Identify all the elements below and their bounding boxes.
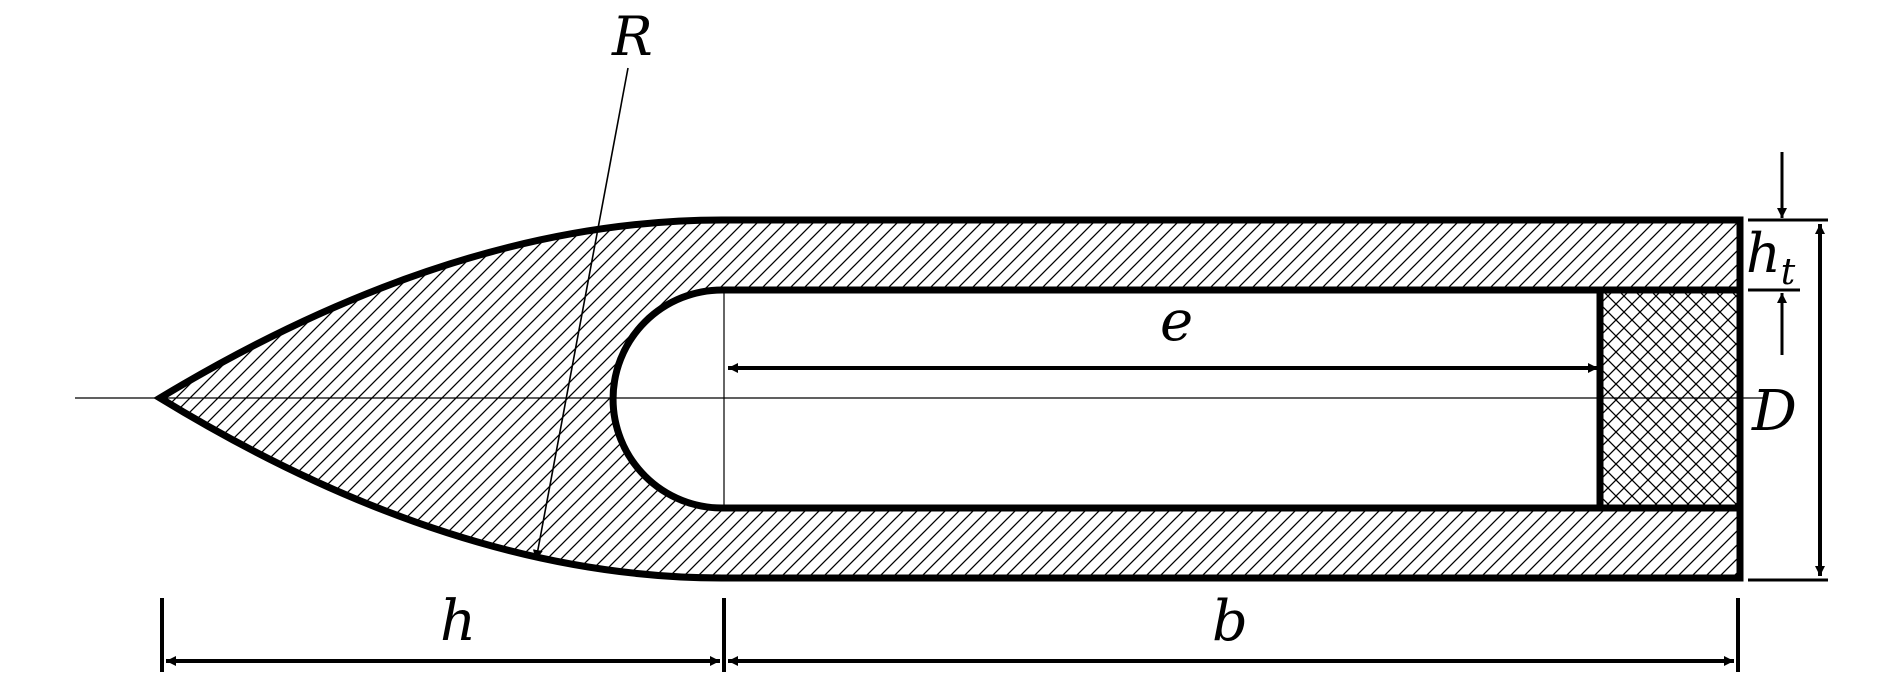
radius-leader-arrow (532, 67, 629, 561)
cavity-length-label: e (1160, 289, 1193, 354)
nose-length-label: h (440, 589, 476, 654)
projectile-shell-hatched (160, 220, 1740, 578)
rear-plug-crosshatched (1600, 290, 1740, 508)
cavity-contour (609, 286, 1740, 512)
body-length-label: b (1212, 589, 1248, 654)
wall-thickness-label: ht (1746, 222, 1796, 293)
wall-thickness-subscript: t (1781, 252, 1796, 293)
diameter-label: D (1751, 379, 1797, 444)
projectile-outer-contour (153, 216, 1744, 582)
radius-label: R (611, 5, 653, 68)
